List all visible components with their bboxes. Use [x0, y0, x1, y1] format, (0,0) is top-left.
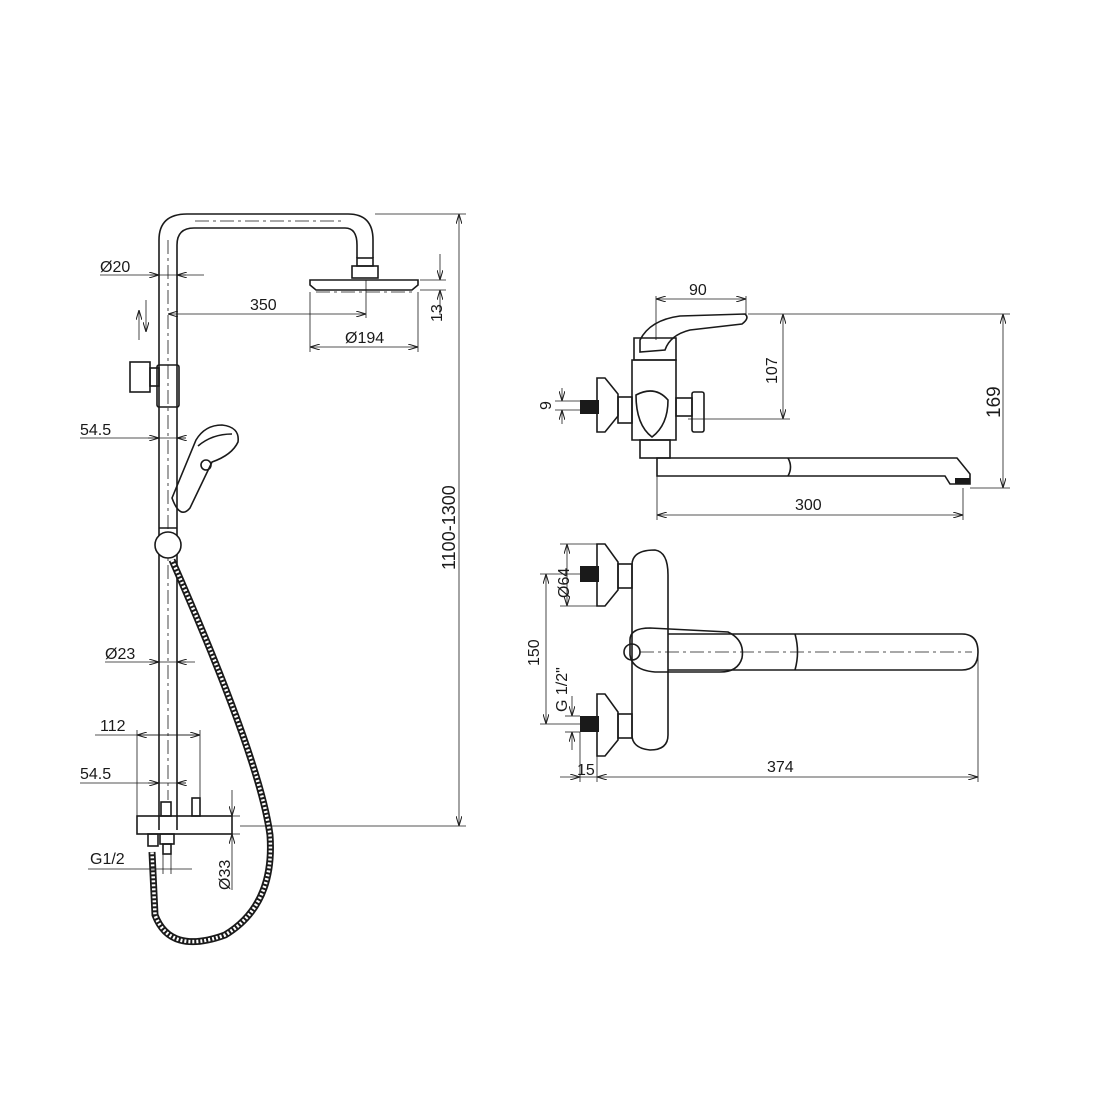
shower-system-drawing: Ø20 350 13 Ø194 54.5 1100-1300 Ø23 [80, 213, 466, 946]
dim-head-thickness: 13 [429, 304, 446, 322]
dim-flange-diameter: Ø64 [556, 568, 573, 598]
dim-inlet-spacing: 150 [526, 639, 543, 666]
side-spout-break [787, 457, 792, 477]
shower-pipe [158, 213, 374, 830]
dim-holder-offset: 54.5 [80, 422, 111, 439]
side-spout-collar [639, 439, 671, 459]
side-flange [596, 377, 619, 433]
side-diverter-knob [691, 391, 705, 433]
side-union-nut [617, 396, 633, 424]
bath-mixer-side-view: 90 107 169 9 300 [538, 282, 1010, 520]
side-mixer-body [631, 359, 677, 441]
inlet-nut [159, 833, 175, 845]
side-spout [656, 457, 971, 485]
hand-shower-button [200, 459, 212, 471]
head-swivel [351, 265, 379, 279]
slider-clamp [156, 364, 180, 408]
side-diverter-stem [675, 397, 693, 417]
dim-arm-reach: 350 [250, 297, 277, 314]
dim-mixer-offset: 54.5 [80, 766, 111, 783]
top-lower-thread [580, 716, 599, 732]
side-lever [639, 313, 748, 353]
top-upper-thread [580, 566, 599, 582]
temperature-knob [191, 797, 201, 817]
hose-outlet [147, 833, 159, 847]
shower-hose [148, 558, 274, 946]
top-upper-nut [617, 563, 633, 589]
hand-shower [171, 424, 239, 514]
dim-head-diameter: Ø194 [345, 330, 384, 347]
dim-pipe-diameter: Ø20 [100, 259, 130, 276]
dim-mixer-width: 112 [100, 718, 126, 735]
dim-top-thread: G 1/2" [554, 667, 571, 712]
side-aerator [955, 478, 970, 484]
wall-bracket-base [129, 361, 151, 393]
dim-inlet-diameter: Ø33 [217, 860, 234, 890]
dim-lever-height: 107 [764, 357, 781, 384]
top-upper-flange [596, 543, 619, 607]
top-lever [629, 627, 744, 673]
mixer-body [136, 815, 233, 835]
side-cartridge [633, 337, 677, 361]
top-lower-nut [617, 713, 633, 739]
top-lever-pivot [623, 643, 641, 661]
dim-total-length: 374 [767, 759, 794, 776]
top-lower-flange [596, 693, 619, 757]
dim-rail-diameter: Ø23 [105, 646, 135, 663]
hand-shower-holder-knob [154, 531, 182, 559]
dim-inlet-thread: G1/2 [90, 851, 125, 868]
dim-spout-length: 300 [795, 497, 822, 514]
side-body-contour [635, 390, 669, 439]
hand-shower-face [197, 433, 233, 447]
bath-mixer-top-view: Ø64 150 G 1/2" 15 374 [526, 543, 979, 782]
diverter-knob [160, 801, 172, 817]
dim-side-total-height: 169 [984, 386, 1005, 418]
dim-eccentric-offset: 15 [577, 762, 595, 779]
dim-inlet-offset: 9 [538, 401, 555, 410]
wall-bracket-stem [149, 367, 160, 387]
head-connector [356, 257, 374, 267]
inlet-pipe [162, 843, 172, 855]
side-eccentric-thread [580, 400, 599, 414]
rain-shower-head [309, 279, 419, 291]
top-mixer-body [631, 549, 669, 751]
dim-lever-length: 90 [689, 282, 707, 299]
dim-total-height: 1100-1300 [439, 485, 459, 570]
